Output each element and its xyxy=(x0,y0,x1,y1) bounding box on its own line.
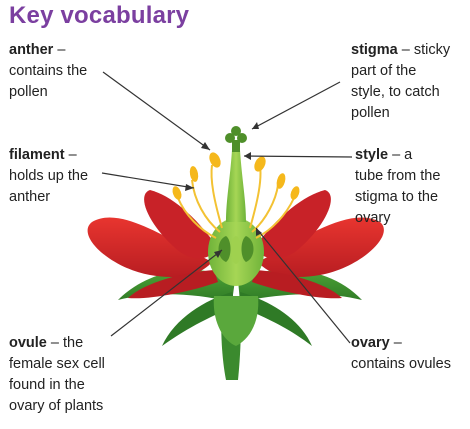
stigma-line-1: part of the xyxy=(351,63,417,79)
style-line-3: ovary xyxy=(355,210,391,226)
leader-lines xyxy=(101,71,353,344)
sepal-front xyxy=(213,296,259,346)
dash-ovule: – the xyxy=(46,335,84,351)
anther-line-1: contains the xyxy=(9,63,88,79)
leader-ovule xyxy=(110,249,223,337)
stigma-lobe-top xyxy=(231,126,241,136)
term-ovary: ovary xyxy=(351,335,390,351)
term-style: style xyxy=(355,147,389,163)
filament-line-2: anther xyxy=(9,189,51,205)
label-stigma: stigma – sticky part of the style, to ca… xyxy=(351,40,450,124)
term-anther: anther xyxy=(9,42,54,58)
petal-far-right xyxy=(258,217,384,278)
term-ovule: ovule xyxy=(9,335,47,351)
style-line-2: stigma to the xyxy=(355,189,439,205)
petal-lower-left xyxy=(128,270,218,299)
ovule-line-2: found in the xyxy=(9,377,85,393)
leader-ovary xyxy=(255,227,351,344)
term-stigma: stigma xyxy=(351,42,398,58)
anther-line-2: pollen xyxy=(9,84,48,100)
petal-back-left xyxy=(144,190,218,259)
dash-filament: – xyxy=(64,147,77,163)
page-title: Key vocabulary xyxy=(9,2,190,29)
label-style: style – a tube from the stigma to the ov… xyxy=(355,145,440,229)
ovule-line-3: ovary of plants xyxy=(9,398,104,414)
label-filament: filament – holds up the anther xyxy=(9,145,88,208)
term-filament: filament xyxy=(9,147,65,163)
leader-filament xyxy=(101,172,195,189)
petal-lower-right xyxy=(252,270,342,299)
label-anther: anther – contains the pollen xyxy=(9,40,87,103)
ovary-line-1: contains ovules xyxy=(351,356,451,372)
dash-stigma: – sticky xyxy=(397,42,451,58)
ovule-right xyxy=(241,236,254,262)
stigma-line-3: pollen xyxy=(351,105,390,121)
dash-anther: – xyxy=(53,42,66,58)
leader-stigma xyxy=(251,81,341,130)
label-ovary: ovary – contains ovules xyxy=(351,333,451,375)
stigma-line-2: style, to catch xyxy=(351,84,440,100)
dash-style: – a xyxy=(388,147,413,163)
petal-far-left xyxy=(87,217,212,278)
filaments xyxy=(177,164,295,239)
style-line-1: tube from the xyxy=(355,168,441,184)
dash-ovary: – xyxy=(389,335,402,351)
filament-line-1: holds up the xyxy=(9,168,89,184)
leader-anther xyxy=(102,71,211,151)
ovule-left xyxy=(218,236,231,262)
ovule-line-1: female sex cell xyxy=(9,356,105,372)
leader-arrowheads xyxy=(185,122,262,258)
label-ovule: ovule – the female sex cell found in the… xyxy=(9,333,105,417)
anthers xyxy=(172,152,300,200)
leader-style xyxy=(243,155,353,158)
style-tube xyxy=(226,150,246,222)
petal-back-right xyxy=(254,190,331,259)
